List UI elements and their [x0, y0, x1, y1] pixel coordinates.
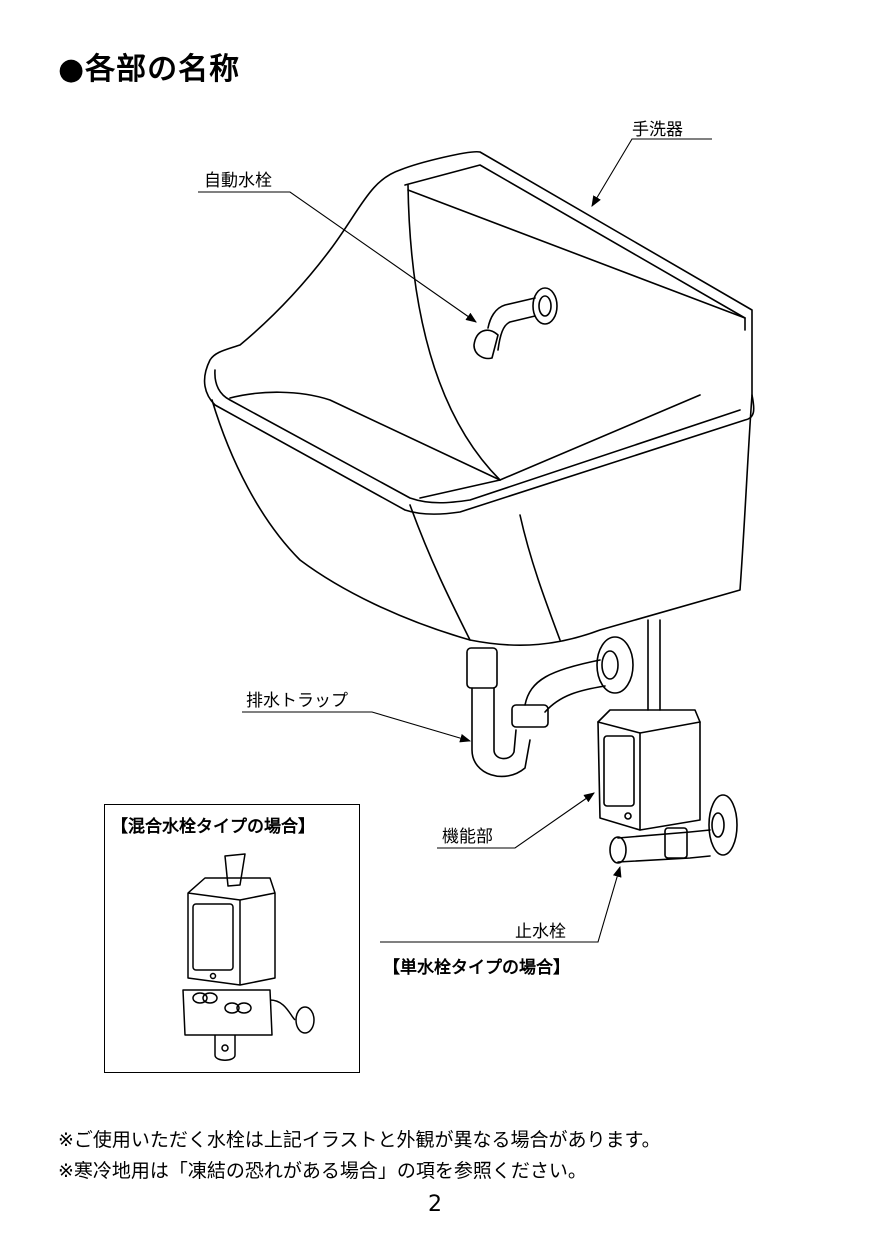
- drain-trap-label: 排水トラップ: [246, 691, 348, 711]
- function-unit-label: 機能部: [442, 827, 493, 847]
- mixing-valve-inset: [104, 804, 360, 1073]
- hand-washer-label: 手洗器: [632, 120, 683, 140]
- stop-valve-label: 止水栓: [515, 922, 566, 942]
- mixing-valve-type-label: 【混合水栓タイプの場合】: [111, 817, 315, 837]
- single-valve-type-label: 【単水栓タイプの場合】: [383, 958, 570, 978]
- page-number: 2: [428, 1192, 442, 1217]
- note-1: ※ご使用いただく水栓は上記イラストと外観が異なる場合があります。: [58, 1129, 661, 1151]
- note-2: ※寒冷地用は「凍結の恐れがある場合」の項を参照ください。: [58, 1160, 587, 1182]
- page-title: ●各部の名称: [58, 52, 241, 87]
- auto-faucet-label: 自動水栓: [204, 171, 272, 191]
